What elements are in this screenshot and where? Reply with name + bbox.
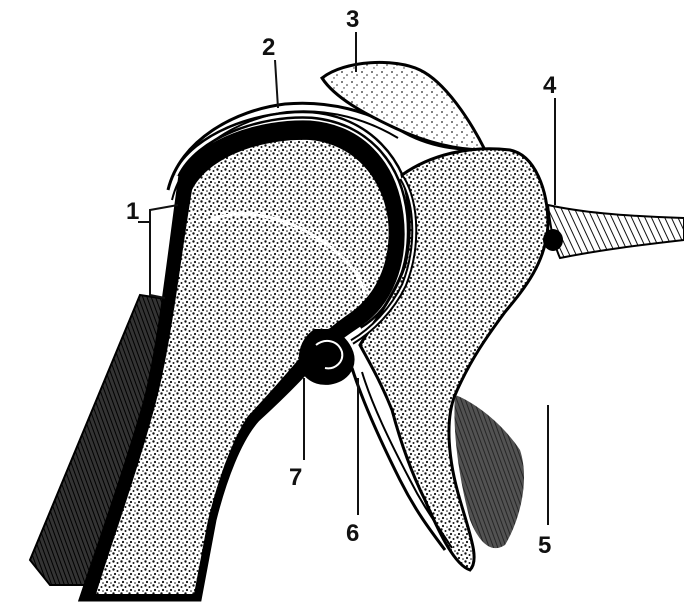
label-5: 5 bbox=[538, 534, 551, 558]
label-6: 6 bbox=[346, 522, 359, 546]
label-7: 7 bbox=[289, 466, 302, 490]
label-4: 4 bbox=[543, 74, 556, 98]
leader-2 bbox=[275, 60, 278, 108]
suprascapular-notch bbox=[543, 229, 563, 251]
label-2: 2 bbox=[262, 36, 275, 60]
label-3: 3 bbox=[346, 8, 359, 32]
axillary-recess bbox=[300, 330, 354, 384]
label-1: 1 bbox=[126, 200, 139, 224]
scapular-spine bbox=[548, 205, 684, 258]
